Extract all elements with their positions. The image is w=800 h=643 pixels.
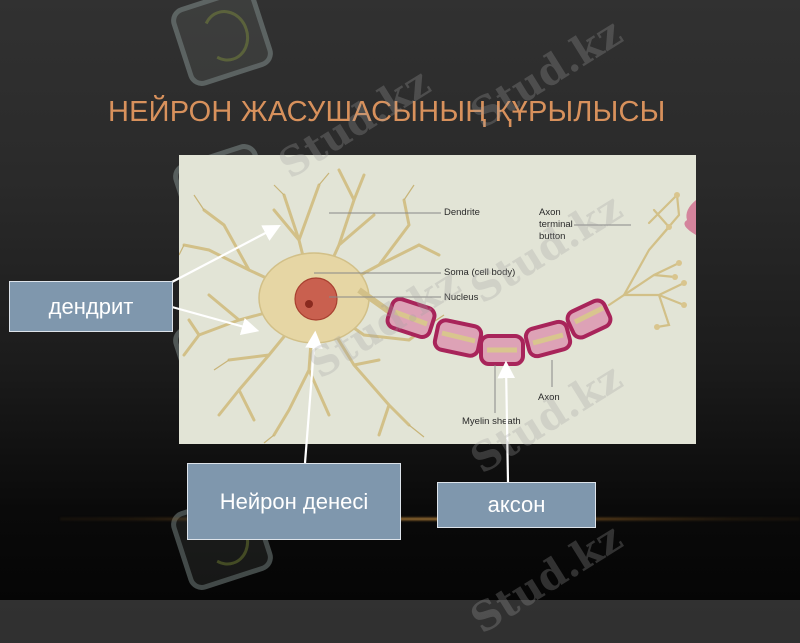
label-nucleus: Nucleus [444, 292, 479, 303]
label-dendrite: Dendrite [444, 207, 480, 218]
label-axon-terminal-3: button [539, 231, 566, 242]
slide: НЕЙРОН ЖАСУШАСЫНЫҢ ҚҰРЫЛЫСЫ [0, 0, 800, 600]
neuron-illustration [179, 168, 696, 444]
callout-neuron-body: Нейрон денесі [187, 463, 401, 540]
neuron-diagram: Dendrite Soma (cell body) Nucleus Axon t… [179, 155, 696, 444]
label-axon-terminal-2: terminal [539, 219, 573, 230]
watermark-text: Stud.kz [462, 513, 631, 643]
watermark-logo-icon [167, 0, 277, 90]
callout-axon: аксон [437, 482, 596, 528]
label-axon: Axon [538, 392, 560, 403]
callout-dendrite: дендрит [9, 281, 173, 332]
label-axon-terminal-1: Axon [539, 207, 561, 218]
horizon-glow [60, 517, 800, 521]
slide-title: НЕЙРОН ЖАСУШАСЫНЫҢ ҚҰРЫЛЫСЫ [108, 96, 666, 128]
label-soma: Soma (cell body) [444, 267, 516, 278]
label-myelin-sheath: Myelin sheath [462, 416, 521, 427]
